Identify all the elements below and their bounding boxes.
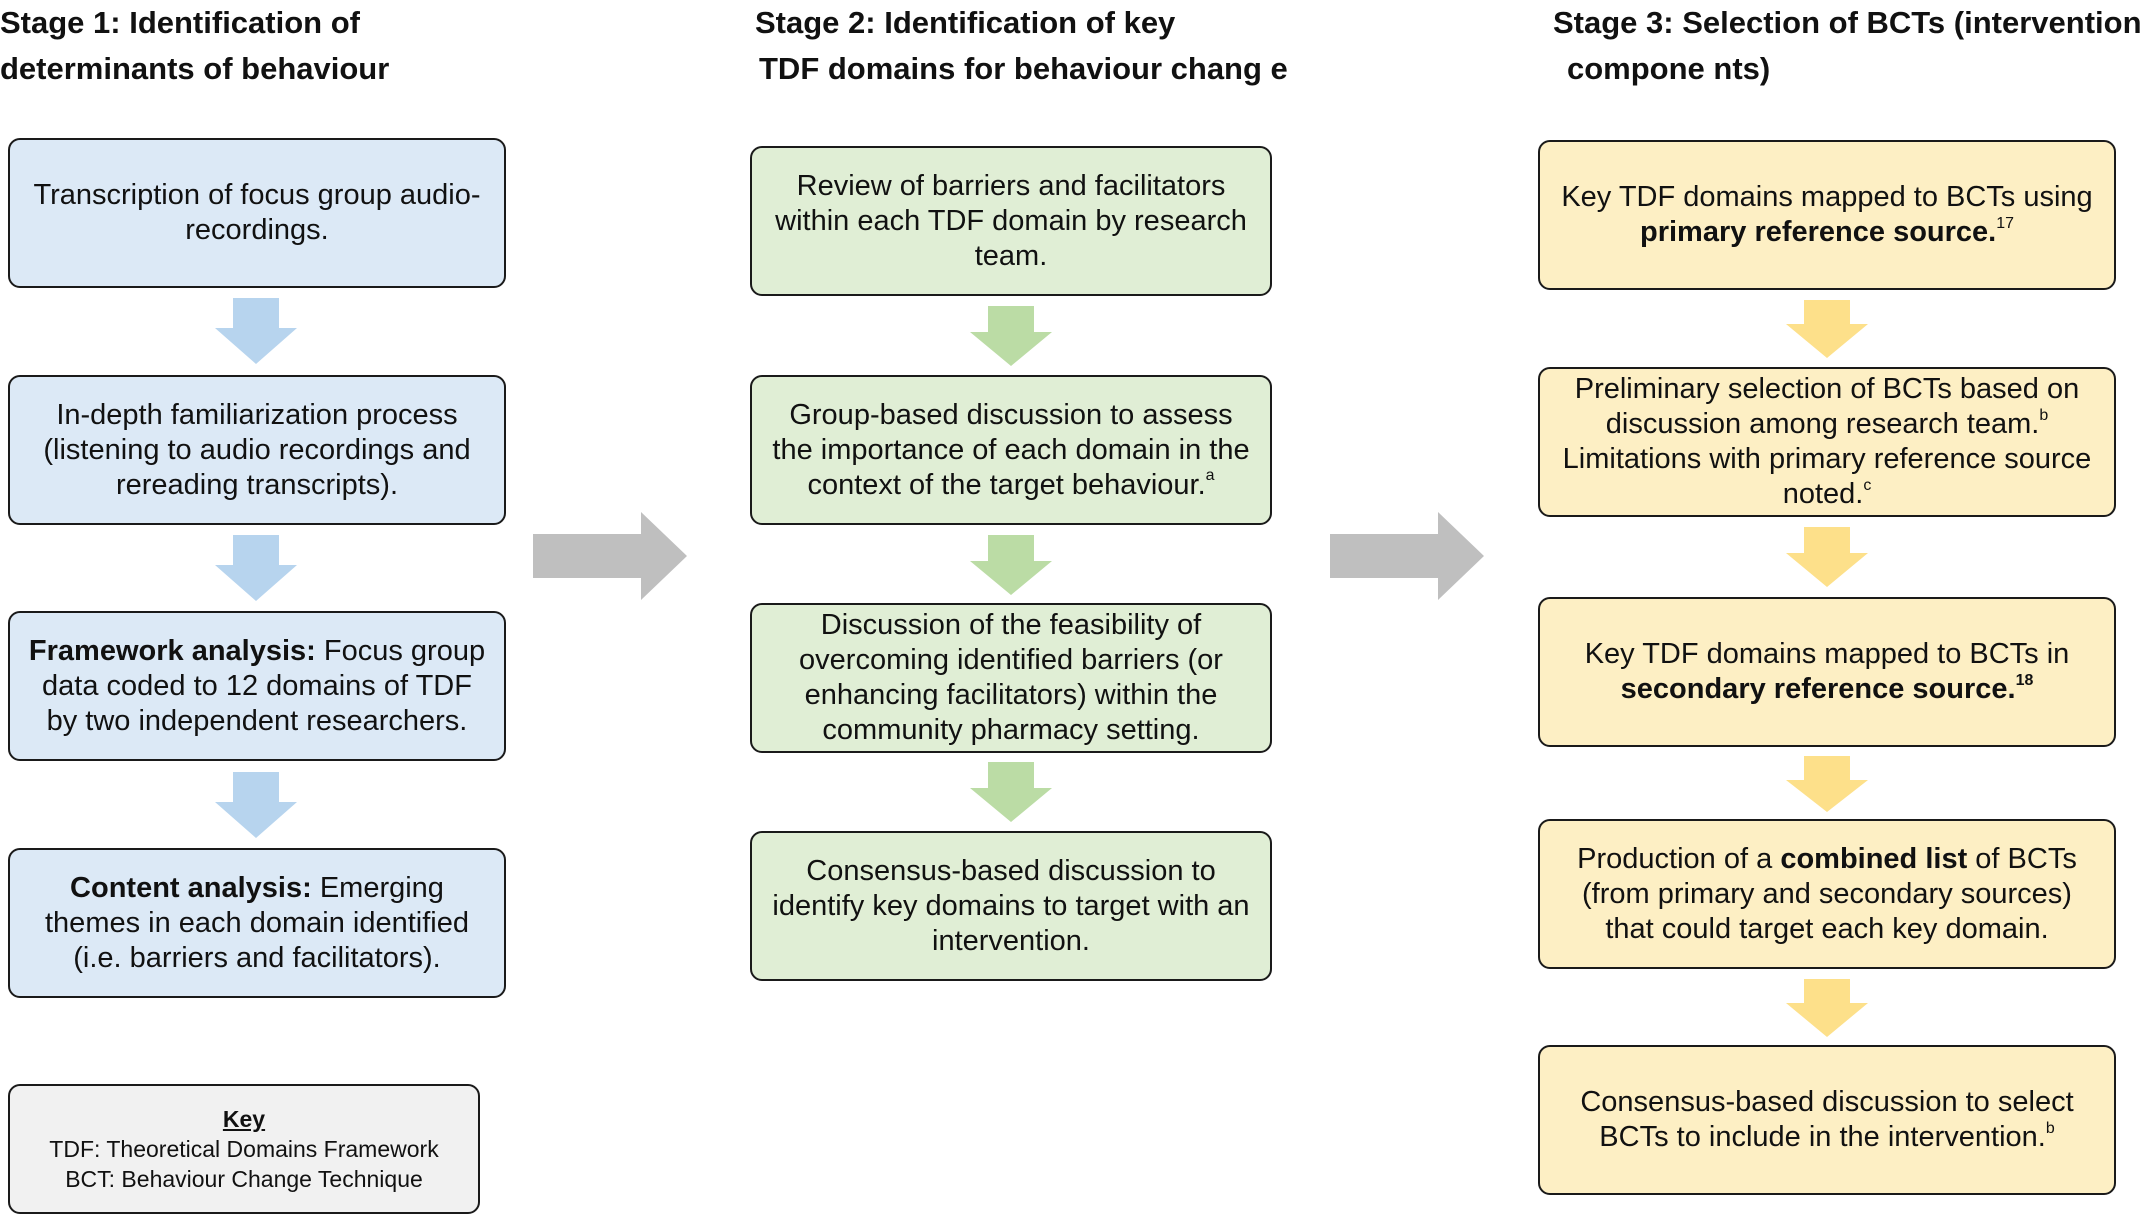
- stage-3-box-primary-source: Key TDF domains mapped to BCTs using pri…: [1538, 140, 2116, 290]
- stage-3-box-3-sup: 18: [2015, 671, 2034, 689]
- stage-3-box-2-sup2: c: [1863, 476, 1872, 494]
- stage-3-box-consensus-select: Consensus-based discussion to select BCT…: [1538, 1045, 2116, 1195]
- stage-2-down-arrow-2: [970, 535, 1052, 595]
- stage-3-box-combined-list: Production of a combined list of BCTs (f…: [1538, 819, 2116, 969]
- stage-2-box-feasibility: Discussion of the feasibility of overcom…: [750, 603, 1272, 753]
- stage-3-box-3-bold: secondary reference source.: [1620, 673, 2016, 705]
- key-line-tdf: TDF: Theoretical Domains Framework: [49, 1136, 439, 1162]
- stage-3-down-arrow-4: [1786, 979, 1868, 1037]
- stage-1-box-4-bold: Content analysis:: [70, 871, 312, 904]
- stage-2-box-review: Review of barriers and facilitators with…: [750, 146, 1272, 296]
- stage-3-down-arrow-1: [1786, 300, 1868, 358]
- stage-1-title-line2: determinants of behaviour: [0, 51, 390, 86]
- stage-2-down-arrow-3: [970, 762, 1052, 822]
- stage-1-box-framework-analysis: Framework analysis: Focus group data cod…: [8, 611, 506, 761]
- stage-2-box-2-text: Group-based discussion to assess the imp…: [772, 398, 1250, 501]
- stage-3-box-4-text: Production of a: [1577, 842, 1781, 875]
- stage-3-box-3-text: Key TDF domains mapped to BCTs in: [1584, 638, 2070, 670]
- stage-2-title-line1: Stage 2: Identification of key: [755, 5, 1176, 40]
- stage-3-box-1-bold: primary reference source.: [1640, 216, 1997, 248]
- stage-1-box-transcription: Transcription of focus group audio-recor…: [8, 138, 506, 288]
- stage-3-box-4-bold: combined list: [1780, 842, 1968, 875]
- stage-1-down-arrow-2: [215, 535, 297, 601]
- stage-1-box-3-bold: Framework analysis:: [28, 634, 316, 667]
- stage-2-box-2-sup: a: [1205, 467, 1215, 485]
- key-legend: Key TDF: Theoretical Domains Framework B…: [8, 1084, 480, 1214]
- stage-3-title-line2: compone nts): [1567, 51, 1771, 86]
- stage-1-down-arrow-1: [215, 298, 297, 364]
- stage-3-box-preliminary-selection: Preliminary selection of BCTs based on d…: [1538, 367, 2116, 517]
- stage-1-title-line1: Stage 1: Identification of: [0, 5, 360, 40]
- stage-1-box-4-text: Emerging themes in each domain identifie…: [45, 871, 469, 974]
- stage-3-title-line1: Stage 3: Selection of BCTs (intervention: [1553, 5, 2142, 40]
- stage-3-title: Stage 3: Selection of BCTs (intervention…: [1553, 0, 2142, 92]
- stage-3-box-5-sup: b: [2045, 1119, 2055, 1137]
- stage-3-box-2-text2: Limitations with primary reference sourc…: [1562, 443, 2092, 510]
- stage-1-box-content-analysis: Content analysis: Emerging themes in eac…: [8, 848, 506, 998]
- stage-3-box-1-text: Key TDF domains mapped to BCTs using: [1561, 181, 2093, 213]
- stage-2-to-3-arrow: [1330, 512, 1484, 600]
- stage-1-box-1-text: Transcription of focus group audio-recor…: [33, 179, 481, 246]
- stage-2-box-group-discussion: Group-based discussion to assess the imp…: [750, 375, 1272, 525]
- stage-2-title: Stage 2: Identification of key TDF domai…: [755, 0, 1288, 92]
- stage-1-title: Stage 1: Identification of determinants …: [0, 0, 389, 92]
- stage-1-to-2-arrow: [533, 512, 687, 600]
- stage-3-box-2-text: Preliminary selection of BCTs based on d…: [1574, 373, 2080, 440]
- stage-3-down-arrow-2: [1786, 527, 1868, 587]
- key-line-bct: BCT: Behaviour Change Technique: [65, 1166, 423, 1192]
- stage-2-down-arrow-1: [970, 306, 1052, 366]
- stage-1-box-familiarization: In-depth familiarization process (listen…: [8, 375, 506, 525]
- stage-3-box-4-text2: of BCTs (from primary and secondary sour…: [1582, 842, 2077, 945]
- stage-2-box-3-text: Discussion of the feasibility of overcom…: [799, 609, 1223, 746]
- stage-1-box-2-text: In-depth familiarization process (listen…: [43, 398, 471, 501]
- stage-2-box-4-text: Consensus-based discussion to identify k…: [772, 854, 1250, 957]
- stage-3-box-1-sup: 17: [1996, 214, 2014, 232]
- stage-3-box-5-text: Consensus-based discussion to select BCT…: [1580, 1086, 2074, 1153]
- stage-2-box-consensus: Consensus-based discussion to identify k…: [750, 831, 1272, 981]
- stage-2-title-line2: TDF domains for behaviour chang e: [759, 51, 1288, 86]
- stage-3-box-secondary-source: Key TDF domains mapped to BCTs in second…: [1538, 597, 2116, 747]
- key-title: Key: [222, 1106, 266, 1132]
- stage-2-box-1-text: Review of barriers and facilitators with…: [775, 169, 1247, 272]
- stage-1-box-3-text: Focus group data coded to 12 domains of …: [42, 634, 486, 737]
- stage-3-down-arrow-3: [1786, 756, 1868, 812]
- stage-3-box-2-sup: b: [2039, 406, 2049, 424]
- stage-1-down-arrow-3: [215, 772, 297, 838]
